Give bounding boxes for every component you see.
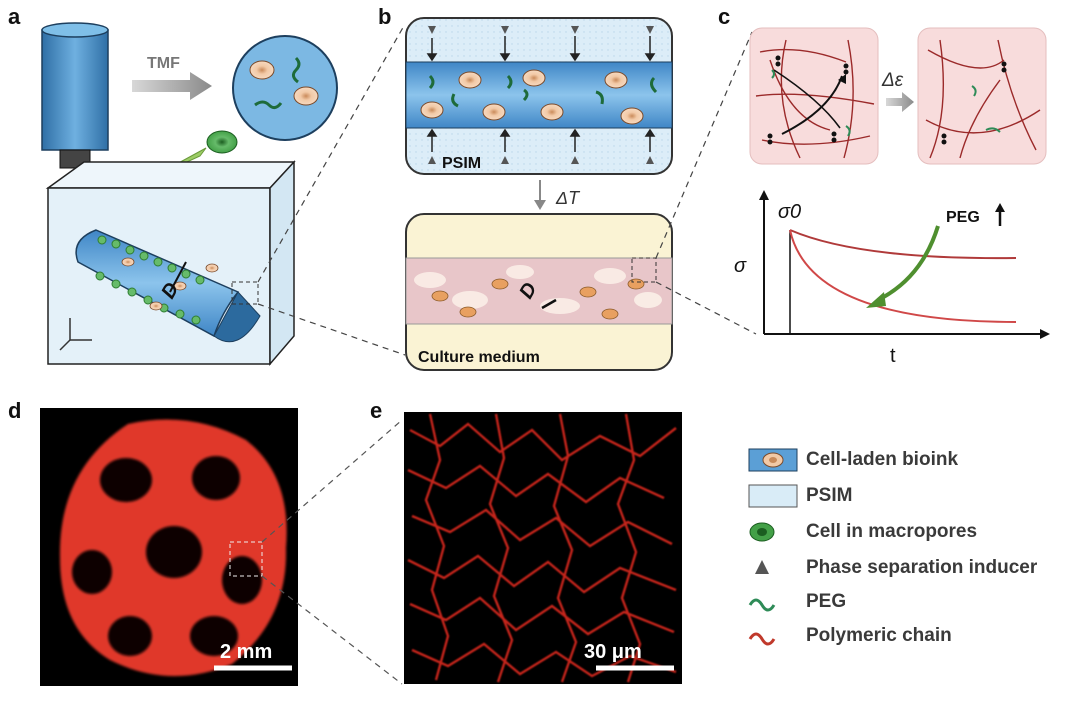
relaxation-curve-fast [789,229,1017,323]
panel-letter-d: d [8,398,22,423]
panel-e: 30 μm [404,412,682,684]
legend-label: PEG [806,591,847,612]
sigma-axis-label: σ [734,255,747,277]
green-cell [206,130,238,154]
legend-item-inducer: Phase separation inducer [748,554,1037,582]
panel-a: TMF D [41,22,406,367]
legend-item-bioink: Cell-laden bioink [748,446,958,474]
porous-channel [405,257,673,325]
bioink-swatch-icon [748,448,798,472]
tmf-arrow [132,72,212,100]
panel-letter-c: c [718,4,731,29]
legend-item-peg: PEG [748,588,846,616]
network-after [917,27,1047,165]
legend-label: Polymeric chain [806,625,952,646]
peg-label: PEG [946,209,980,226]
panel-d: 2 mm [40,408,403,686]
green-cell-icon [749,522,775,542]
panel-c: Δε σ0 σ t PEG [734,27,1050,367]
psim-label: PSIM [442,155,481,172]
triangle-icon [755,560,769,574]
panel-letter-b: b [378,4,392,29]
t-axis-label: t [890,345,896,367]
sigma0-label: σ0 [778,201,801,223]
legend-label: PSIM [806,485,853,506]
scale-30um: 30 μm [584,641,642,663]
polymer-wave-icon [748,632,776,646]
delta-t-label: ΔT [555,188,581,208]
tmf-label: TMF [147,55,180,72]
culture-medium-label: Culture medium [418,349,540,366]
scale-2mm: 2 mm [220,641,272,663]
panel-letter-e: e [370,398,383,423]
legend-label: Phase separation inducer [806,557,1038,578]
delta-epsilon-label: Δε [881,70,904,91]
legend-item-polymer: Polymeric chain [748,622,952,650]
psim-swatch-icon [748,484,798,508]
legend-item-psim: PSIM [748,482,852,510]
bioink-zoom-circle [232,35,338,141]
legend-item-cell: Cell in macropores [748,518,977,546]
relaxation-curve-slow [789,229,1017,260]
panel-b: PSIM ΔT D Culture medium [405,17,757,371]
printer-nozzle [41,29,109,151]
legend-label: Cell in macropores [806,521,978,542]
legend-label: Cell-laden bioink [806,449,959,470]
panel-letter-a: a [8,4,21,29]
peg-wave-icon [748,598,776,612]
